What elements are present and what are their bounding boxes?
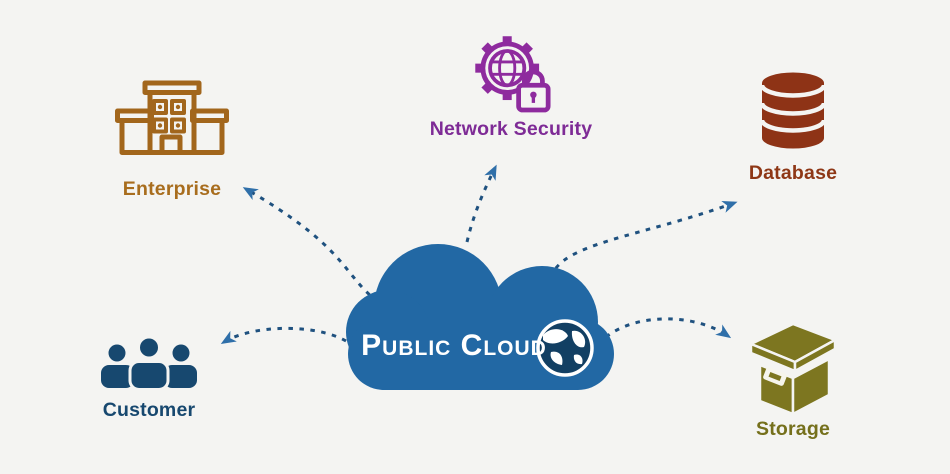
node-storage: Storage [713, 318, 873, 440]
arrow-cloud-to-customer [220, 326, 347, 344]
customer-label: Customer [102, 399, 196, 421]
storage-box-icon [749, 322, 837, 415]
public-cloud-label: Public Cloud [361, 329, 547, 362]
public-cloud-shape [346, 244, 614, 390]
people-group-icon [101, 338, 197, 388]
node-database: Database [713, 71, 873, 184]
arrow-cloud-to-storage [605, 317, 732, 339]
arrow-cloud-to-database [549, 200, 738, 279]
arrow-cloud-to-network-security [465, 164, 497, 243]
node-network-security: Network Security [421, 28, 601, 140]
gear-globe-lock-icon [475, 36, 551, 113]
globe-icon [536, 319, 594, 377]
network-security-label: Network Security [429, 118, 593, 140]
database-icon [759, 72, 827, 149]
node-enterprise: Enterprise [87, 80, 257, 200]
storage-label: Storage [755, 418, 830, 440]
enterprise-label: Enterprise [122, 178, 222, 200]
building-icon [115, 80, 229, 155]
database-label: Database [748, 162, 838, 184]
arrow-cloud-to-enterprise [242, 187, 379, 304]
node-customer: Customer [69, 338, 229, 421]
